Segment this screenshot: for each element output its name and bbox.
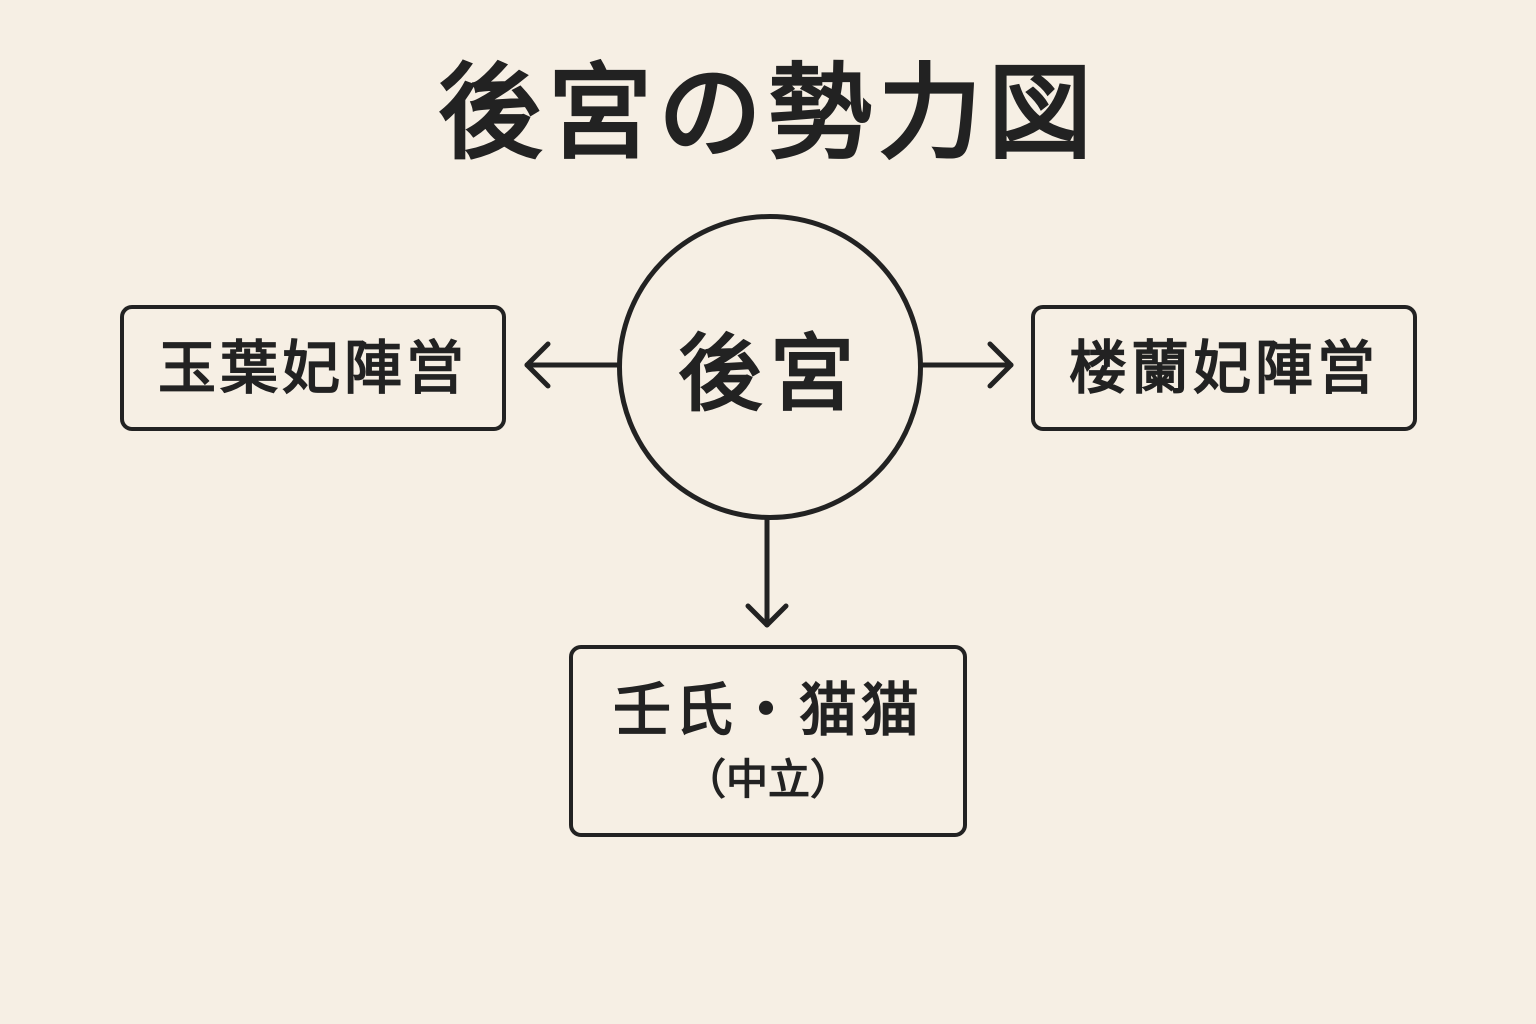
faction-label-right: 楼蘭妃陣営 bbox=[1068, 334, 1379, 402]
hub-circle: 後宮 bbox=[617, 214, 923, 520]
faction-box-bottom: 壬氏・猫猫 （中立） bbox=[569, 645, 967, 837]
faction-label-bottom: 壬氏・猫猫 bbox=[612, 676, 923, 744]
diagram-title: 後宮の勢力図 bbox=[437, 52, 1098, 174]
arrow-head-left bbox=[524, 341, 551, 389]
faction-label-left: 玉葉妃陣営 bbox=[157, 334, 468, 402]
faction-box-left: 玉葉妃陣営 bbox=[120, 305, 506, 431]
hub-label: 後宮 bbox=[677, 324, 862, 423]
arrow-head-down bbox=[745, 603, 789, 628]
faction-note-bottom: （中立） bbox=[683, 755, 852, 804]
faction-box-right: 楼蘭妃陣営 bbox=[1031, 305, 1417, 431]
arrow-head-right bbox=[987, 341, 1014, 389]
